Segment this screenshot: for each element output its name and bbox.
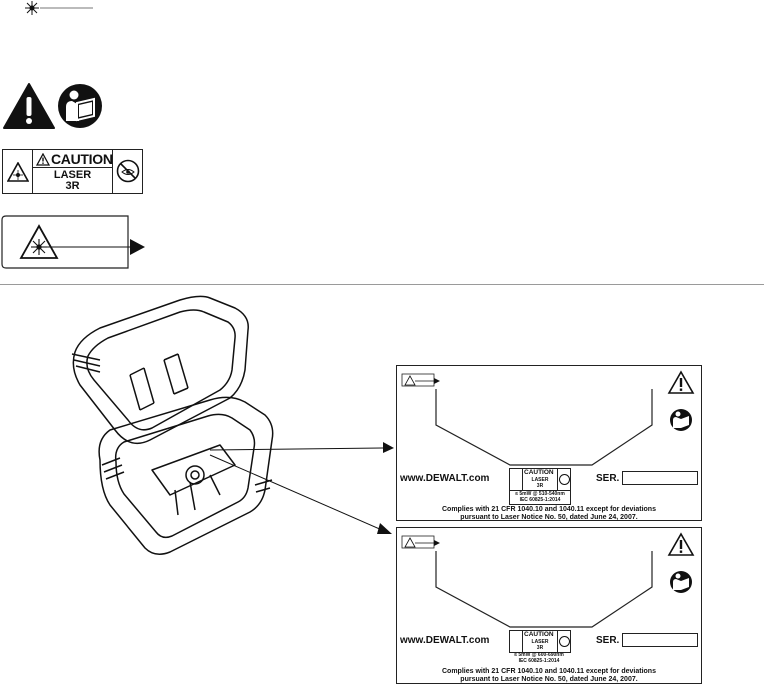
compliance-text: Complies with 21 CFR 1040.10 and 1040.11… xyxy=(442,668,656,675)
compliance-text: pursuant to Laser Notice No. 50, dated J… xyxy=(460,514,638,521)
compliance-text: Complies with 21 CFR 1040.10 and 1040.11… xyxy=(442,506,656,513)
laser-spec-box: ≤ 5mW @ 600-690nm IEC 60825-1:2014 xyxy=(514,652,564,664)
warning-triangle-icon xyxy=(3,83,55,129)
arrow-icon xyxy=(377,523,392,534)
caution-word: CAUTION xyxy=(51,151,113,167)
laser-starburst-icon xyxy=(25,1,93,15)
product-label-2: www.DEWALT.com CAUTION LASER 3R ≤ 5mW @ … xyxy=(396,527,702,684)
no-eye-exposure-icon xyxy=(116,159,140,183)
no-eye-exposure-icon xyxy=(559,474,570,485)
serial-field xyxy=(622,633,698,647)
serial-label: SER. xyxy=(596,635,620,646)
laser-class: 3R xyxy=(65,180,80,192)
laser-word: LASER xyxy=(53,169,92,181)
serial-field xyxy=(622,471,698,485)
caution-laser-label: CAUTION LASER 3R xyxy=(509,630,571,653)
caution-laser-label: CAUTION LASER 3R xyxy=(2,149,143,194)
caution-laser-label: CAUTION LASER 3R xyxy=(509,468,571,491)
product-label-1: www.DEWALT.com CAUTION LASER 3R ≤ 5mW @ … xyxy=(396,365,702,521)
website-text: www.DEWALT.com xyxy=(400,473,490,484)
aperture-label xyxy=(1,215,145,269)
read-manual-icon xyxy=(58,84,102,128)
no-eye-exposure-icon xyxy=(559,636,570,647)
website-text: www.DEWALT.com xyxy=(400,635,490,646)
laser-tool-illustration xyxy=(71,295,394,555)
compliance-text: pursuant to Laser Notice No. 50, dated J… xyxy=(460,676,638,683)
arrow-icon xyxy=(383,442,394,453)
arrow-icon xyxy=(130,239,145,255)
laser-spec-box: ≤ 5mW @ 510-540nm IEC 60825-1:2014 xyxy=(509,490,571,505)
section-divider xyxy=(0,284,764,285)
laser-warning-icon xyxy=(7,162,29,182)
warning-triangle-icon xyxy=(36,153,50,166)
serial-label: SER. xyxy=(596,473,620,484)
